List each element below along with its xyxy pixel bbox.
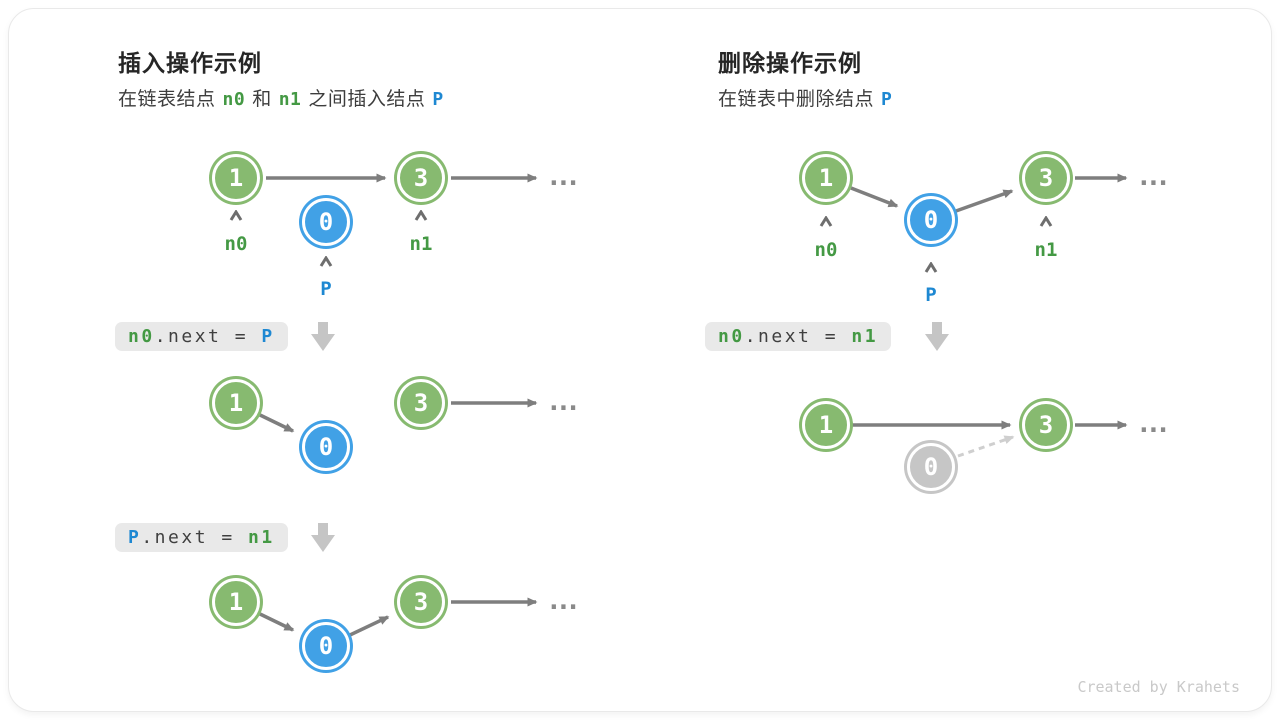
down-arrow-icon	[311, 523, 335, 552]
caret-up-icon	[414, 210, 428, 221]
node-value: 3	[413, 588, 429, 616]
pointer-label-p: P	[320, 278, 332, 300]
insert-section-title: 插入操作示例	[118, 50, 262, 76]
ellipsis: ...	[546, 387, 581, 417]
node-value: 0	[318, 433, 334, 461]
insert-step2-node-3: 3	[397, 578, 445, 626]
pointer-label-n1: n1	[409, 233, 433, 255]
ellipsis: ...	[546, 586, 581, 616]
delete-initial-node-p: 0	[907, 196, 955, 244]
insert-step2-node-1: 1	[212, 578, 260, 626]
down-arrow-icon	[311, 322, 335, 351]
token-n1: n1	[278, 89, 302, 110]
code-token-n0: n0	[718, 326, 745, 347]
delete-result-node-1: 1	[802, 401, 850, 449]
code-token-p: P	[261, 326, 275, 347]
delete-result-removed-node-p: 0	[907, 443, 955, 491]
token-p: P	[881, 89, 893, 110]
code-insert-step2: P.next = n1	[115, 523, 288, 552]
code-token-n1: n1	[248, 527, 275, 548]
delete-section-subtitle: 在链表中删除结点 P	[718, 84, 899, 111]
token-n0: n0	[222, 89, 246, 110]
delete-result-node-3: 3	[1022, 401, 1070, 449]
node-value: 1	[228, 588, 244, 616]
down-arrow-icon	[925, 322, 949, 351]
subtitle-text: 和	[252, 89, 272, 110]
code-text: .next =	[141, 527, 249, 548]
watermark: Created by Krahets	[1077, 678, 1240, 696]
node-value: 1	[818, 411, 834, 439]
node-value: 0	[318, 632, 334, 660]
insert-step2-node-p: 0	[302, 622, 350, 670]
pointer-label-p: P	[925, 284, 937, 306]
token-p: P	[432, 89, 444, 110]
pointer-label-n0: n0	[814, 239, 838, 261]
node-value: 0	[318, 208, 334, 236]
caret-up-icon	[229, 210, 243, 221]
delete-initial-node-3: 3	[1022, 154, 1070, 202]
node-value: 1	[228, 164, 244, 192]
delete-initial-node-1: 1	[802, 154, 850, 202]
pointer-label-n1: n1	[1034, 239, 1058, 261]
node-value: 3	[413, 389, 429, 417]
node-value: 3	[413, 164, 429, 192]
code-token-n1: n1	[851, 326, 879, 347]
code-text: .next =	[744, 326, 852, 347]
insert-initial-node-p: 0	[302, 198, 350, 246]
node-value: 3	[1038, 164, 1054, 192]
node-value: 0	[923, 206, 939, 234]
delete-section-title: 删除操作示例	[718, 50, 862, 76]
ellipsis: ...	[1136, 409, 1171, 439]
subtitle-text: 在链表中删除结点	[718, 89, 875, 110]
node-value: 3	[1038, 411, 1054, 439]
insert-step1-node-p: 0	[302, 423, 350, 471]
node-value: 0	[923, 453, 939, 481]
insert-section-subtitle: 在链表结点 n0 和 n1 之间插入结点 P	[118, 84, 451, 111]
node-value: 1	[818, 164, 834, 192]
caret-up-icon	[924, 262, 938, 273]
insert-step1-node-3: 3	[397, 379, 445, 427]
ellipsis: ...	[1136, 162, 1171, 192]
card-background	[8, 8, 1272, 712]
ellipsis: ...	[546, 162, 581, 192]
code-text: .next =	[154, 326, 262, 347]
code-delete-step1: n0.next = n1	[705, 322, 892, 351]
caret-up-icon	[319, 256, 333, 267]
code-insert-step1: n0.next = P	[115, 322, 288, 351]
insert-step1-node-1: 1	[212, 379, 260, 427]
node-value: 1	[228, 389, 244, 417]
subtitle-text: 之间插入结点	[308, 89, 426, 110]
subtitle-text: 在链表结点	[118, 89, 216, 110]
insert-initial-node-3: 3	[397, 154, 445, 202]
caret-up-icon	[1039, 216, 1053, 227]
code-token-n0: n0	[128, 326, 155, 347]
insert-initial-node-1: 1	[212, 154, 260, 202]
caret-up-icon	[819, 216, 833, 227]
code-token-p: P	[128, 527, 142, 548]
pointer-label-n0: n0	[224, 233, 248, 255]
